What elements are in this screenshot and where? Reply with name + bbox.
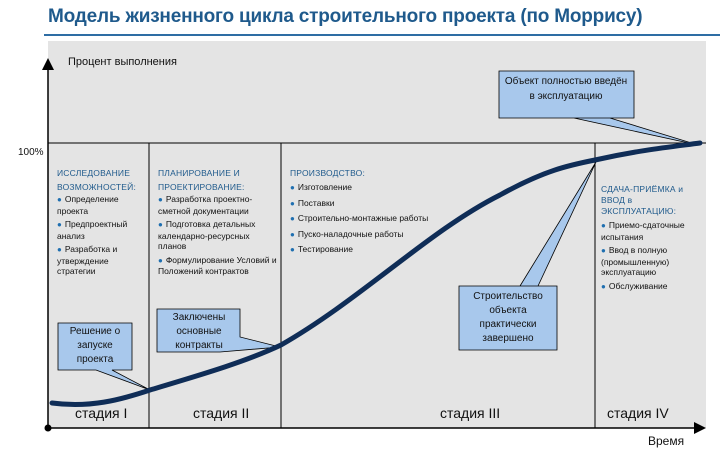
title-underline <box>44 34 720 36</box>
phase-production: ПРОИЗВОДСТВО: Изготовление Поставки Стро… <box>290 166 490 260</box>
phase-production-list: Изготовление Поставки Строительно-монтаж… <box>290 182 490 256</box>
construction-callout-text: Строительство объекта практически заверш… <box>473 291 543 344</box>
lifecycle-curve <box>49 140 703 408</box>
list-item: Пуско-наладочные работы <box>290 229 490 241</box>
list-item: Строительно-монтажные работы <box>290 213 490 225</box>
phase-commissioning-heading: СДАЧА-ПРИЁМКА и ВВОД в ЭКСПЛУАТАЦИЮ: <box>601 184 684 216</box>
list-item: Предпроектный анализ <box>57 219 149 241</box>
construction-callout <box>458 161 597 351</box>
list-item: Тестирование <box>290 244 490 256</box>
phase-production-heading: ПРОИЗВОДСТВО: <box>290 168 366 178</box>
list-item: Разработка проектно-сметной документации <box>158 194 278 216</box>
list-item: Разработка и утверждение стратегии <box>57 244 149 277</box>
contracts-callout-text: Заключены основные контракты <box>172 312 226 351</box>
y-axis-label: Процент выполнения <box>68 56 177 68</box>
phase-research: ИССЛЕДОВАНИЕ ВОЗМОЖНОСТЕЙ: Определение п… <box>57 166 149 280</box>
phase-research-heading: ИССЛЕДОВАНИЕ ВОЗМОЖНОСТЕЙ: <box>57 168 137 192</box>
list-item: Ввод в полную (промышленную) эксплуатаци… <box>601 245 701 278</box>
list-item: Формулирование Условий и Положений контр… <box>158 255 278 277</box>
list-item: Приемо-сдаточные испытания <box>601 220 701 242</box>
list-item: Определение проекта <box>57 194 149 216</box>
y-tick-100: 100% <box>18 147 44 158</box>
commissioned-callout <box>498 70 699 146</box>
stage-2-label: стадия II <box>193 405 250 421</box>
page-title: Модель жизненного цикла строительного пр… <box>48 6 643 27</box>
list-item: Обслуживание <box>601 281 701 293</box>
list-item: Поставки <box>290 198 490 210</box>
x-axis-label: Время <box>648 434 685 448</box>
phase-commissioning: СДАЧА-ПРИЁМКА и ВВОД в ЭКСПЛУАТАЦИЮ: При… <box>601 184 701 295</box>
stage-4-label: стадия IV <box>607 405 669 421</box>
launch-callout-text: Решение о запуске проекта <box>69 326 121 365</box>
stage-3-label: стадия III <box>440 405 501 421</box>
phase-planning-heading: ПЛАНИРОВАНИЕ И ПРОЕКТИРОВАНИЕ: <box>158 168 245 192</box>
stage-1-label: стадия I <box>75 405 128 421</box>
launch-callout <box>57 322 151 391</box>
commissioned-callout-text: Объект полностью введён в эксплуатацию <box>504 76 628 102</box>
list-item: Изготовление <box>290 182 490 194</box>
phase-research-list: Определение проекта Предпроектный анализ… <box>57 194 149 277</box>
list-item: Подготовка детальных календарно-ресурсны… <box>158 219 278 252</box>
origin-dot <box>44 424 52 432</box>
phase-commissioning-list: Приемо-сдаточные испытания Ввод в полную… <box>601 220 701 292</box>
phase-planning: ПЛАНИРОВАНИЕ И ПРОЕКТИРОВАНИЕ: Разработк… <box>158 166 278 280</box>
phase-planning-list: Разработка проектно-сметной документации… <box>158 194 278 277</box>
